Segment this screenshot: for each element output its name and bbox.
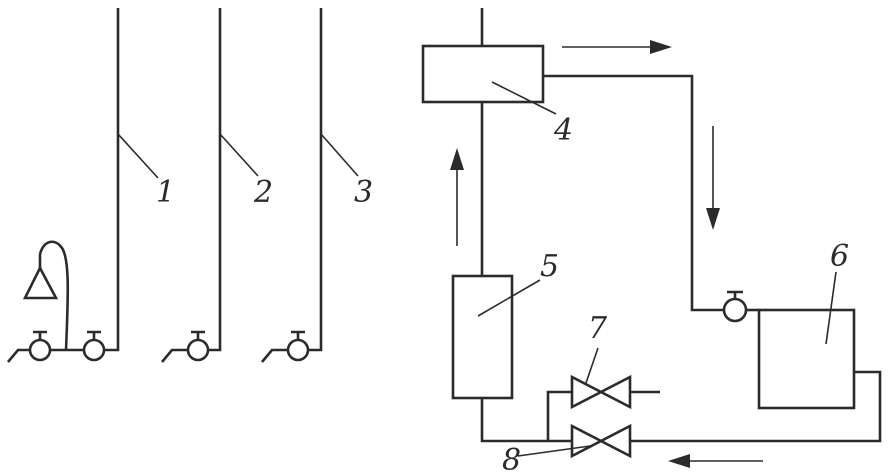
standpipe-1-outlet [7, 348, 30, 363]
return-line [630, 370, 882, 443]
label-4: 4 [553, 113, 573, 148]
label-5: 5 [540, 249, 559, 284]
tank-inlet-valve-stem [727, 290, 743, 299]
leader-line-2 [219, 133, 259, 177]
valve-7 [570, 374, 632, 410]
hose [38, 240, 70, 351]
standpipe-2-valve-stem [191, 330, 205, 340]
flow-arrow-up [450, 148, 464, 246]
supply-line-to-6 [543, 74, 724, 312]
valve-8-left-triangle [570, 423, 604, 459]
leader-line-5 [477, 279, 541, 317]
standpipe-3-valve [286, 338, 310, 362]
valve-7-left-triangle [570, 374, 604, 410]
standpipe-1-riser [104, 8, 120, 352]
bottom-line-to-5 [480, 398, 572, 443]
label-3: 3 [354, 175, 373, 210]
leader-line-7 [585, 347, 599, 384]
label-7: 7 [588, 311, 608, 346]
standpipe-2-valve [186, 338, 210, 362]
flow-arrow-down [706, 126, 720, 230]
tank-inlet-valve [722, 297, 748, 323]
bypass-branch [546, 390, 572, 441]
standpipe-1: 1 [7, 8, 175, 363]
label-1: 1 [156, 175, 175, 210]
standpipe-1-valve-b-stem [87, 330, 101, 340]
valve-8-right-triangle [598, 423, 632, 459]
valve-7-right-triangle [598, 374, 632, 410]
standpipe-3-outlet [261, 348, 288, 363]
leader-line-8 [517, 445, 591, 457]
label-2: 2 [253, 175, 273, 210]
standpipe-1-valve-a-stem [33, 330, 47, 340]
standpipe-2-outlet [161, 348, 188, 363]
nozzle-icon [22, 265, 59, 300]
valve-8 [570, 423, 632, 459]
circulation-loop: 4 6 8 7 5 [421, 8, 882, 476]
standpipe-3: 3 [261, 8, 373, 363]
leader-line-6 [825, 271, 837, 345]
flow-arrow-left [668, 454, 763, 468]
standpipe-2: 2 [161, 8, 273, 363]
label-8: 8 [502, 443, 521, 476]
standpipe-2-riser [208, 8, 222, 352]
standpipe-group: 1 2 3 [7, 8, 373, 363]
component-6-tank [757, 308, 856, 410]
label-6: 6 [830, 239, 849, 274]
standpipe-1-valve-b [82, 338, 106, 362]
standpipe-3-valve-stem [291, 330, 305, 340]
standpipe-3-riser [308, 8, 323, 352]
leader-line-1 [117, 133, 159, 179]
component-4-box [421, 44, 545, 104]
leader-line-4 [491, 81, 557, 115]
standpipe-1-valve-a [28, 338, 52, 362]
component-5-box [451, 274, 514, 400]
flow-arrow-right [562, 40, 672, 54]
leader-line-3 [320, 133, 359, 177]
